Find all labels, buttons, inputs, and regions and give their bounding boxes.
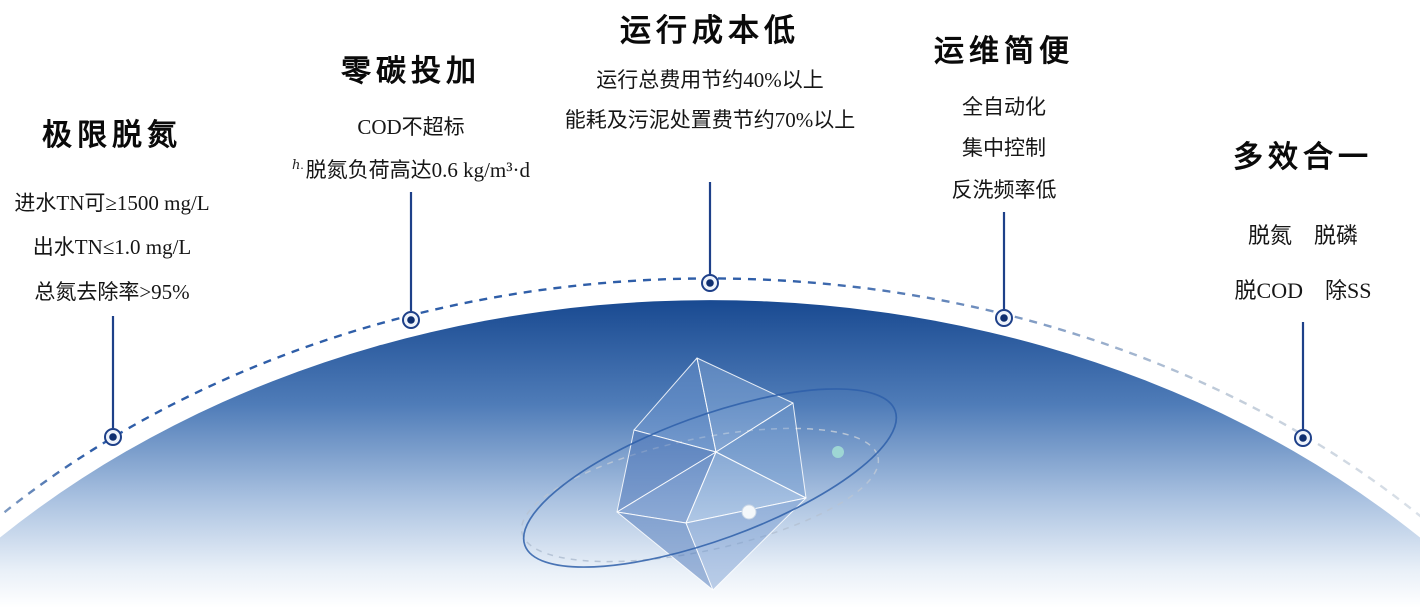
marker-dot	[104, 428, 122, 446]
feature-title: 零碳投加	[341, 55, 481, 88]
feature-detail: 反洗频率低	[951, 177, 1057, 202]
feature-details: 全自动化 集中控制 反洗频率低	[934, 94, 1074, 204]
feature-details: 脱氮 脱磷 脱COD 除SS	[1233, 222, 1373, 305]
feature-detail: 能耗及污泥处置费节约70%以上	[564, 108, 856, 133]
feature-low-operating-cost: 运行成本低 运行总费用节约40%以上 能耗及污泥处置费节约70%以上	[565, 12, 856, 135]
feature-details: COD不超标 ℎ.脱氮负荷高达0.6 kg/m³·d	[292, 114, 530, 185]
feature-details: 运行总费用节约40%以上 能耗及污泥处置费节约70%以上	[565, 67, 856, 135]
marker-dot	[1294, 429, 1312, 447]
feature-title: 运维简便	[934, 35, 1074, 68]
feature-detail: 全自动化	[962, 95, 1046, 119]
feature-zero-carbon-dosing: 零碳投加 COD不超标 ℎ.脱氮负荷高达0.6 kg/m³·d	[292, 54, 530, 185]
feature-detail-text: 脱氮负荷高达0.6 kg/m³·d	[305, 158, 531, 183]
feature-detail: 脱氮 脱磷	[1247, 223, 1358, 248]
feature-detail: 集中控制	[962, 136, 1046, 161]
feature-detail: 运行总费用节约40%以上	[596, 68, 824, 93]
feature-detail: 出水TN≤1.0 mg/L	[32, 235, 192, 260]
marker-dot	[701, 274, 719, 292]
satellite-dot-teal	[832, 446, 844, 458]
feature-title: 多效合一	[1233, 141, 1373, 174]
connector-lines	[111, 182, 1305, 429]
feature-detail: 总氮去除率>95%	[34, 279, 190, 304]
orbit-ring	[522, 388, 898, 568]
marker-dot	[402, 311, 420, 329]
feature-detail: COD不超标	[357, 115, 465, 139]
feature-title: 极限脱氮	[41, 119, 182, 152]
feature-easy-maintenance: 运维简便 全自动化 集中控制 反洗频率低	[934, 34, 1074, 204]
footnote-artifact: ℎ.	[291, 157, 304, 173]
marker-dot	[995, 309, 1013, 327]
satellite-dot-white	[741, 504, 757, 520]
feature-multi-effect: 多效合一 脱氮 脱磷 脱COD 除SS	[1233, 140, 1373, 305]
feature-detail: 脱COD 除SS	[1234, 277, 1372, 303]
feature-details: 进水TN可≥1500 mg/L 出水TN≤1.0 mg/L 总氮去除率>95%	[14, 190, 209, 306]
feature-detail: ℎ.脱氮负荷高达0.6 kg/m³·d	[292, 157, 530, 184]
feature-extreme-denitrification: 极限脱氮 进水TN可≥1500 mg/L 出水TN≤1.0 mg/L 总氮去除率…	[14, 118, 209, 306]
feature-detail: 进水TN可≥1500 mg/L	[14, 191, 210, 215]
marker-dots	[104, 274, 1312, 447]
feature-title: 运行成本低	[620, 13, 800, 48]
polyhedron-icon	[616, 357, 807, 591]
